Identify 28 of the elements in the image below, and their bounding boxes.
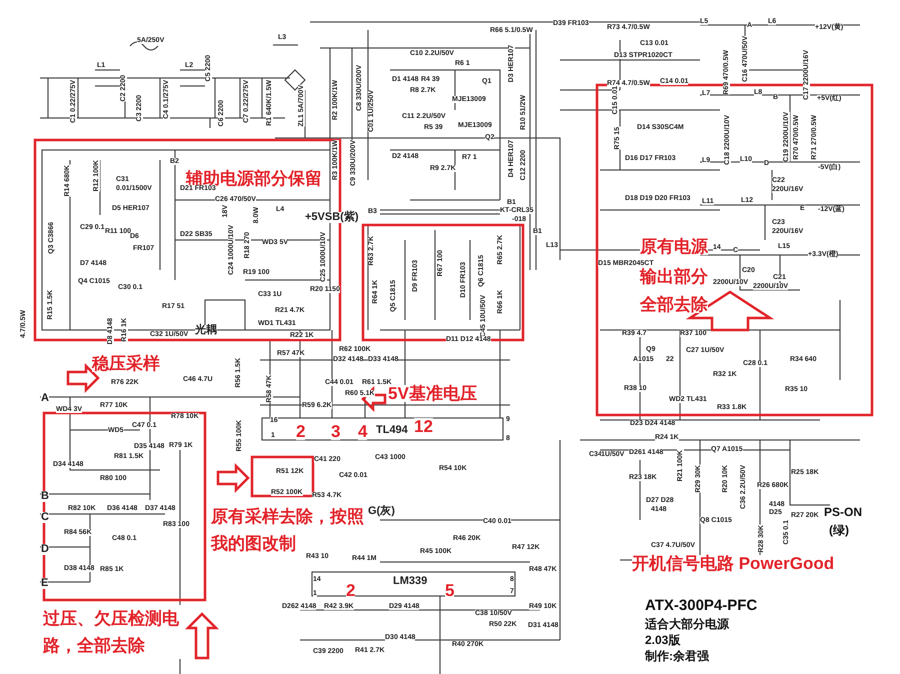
annotation-text: 5V基准电压	[388, 385, 477, 402]
annotation-text: 5	[445, 582, 454, 599]
annotation-text: 4	[358, 423, 368, 440]
annotation-text: 开机信号电路 PowerGood	[632, 555, 834, 572]
note-text: 适合大部分电源	[645, 618, 729, 630]
terminal-label: E	[41, 578, 48, 589]
terminal-label: C	[41, 512, 49, 523]
note-text: (绿)	[829, 524, 849, 536]
annotation-text: 12	[414, 418, 433, 435]
note-text: 制作:余君强	[645, 650, 709, 662]
component-label: G(灰)	[368, 506, 395, 517]
annotation-text: 2	[346, 582, 356, 599]
note-text: 2.03版	[645, 634, 680, 646]
terminal-label: A	[41, 393, 49, 404]
component-label: +5VSB(紫)	[305, 212, 358, 223]
model-heading: ATX-300P4-PFC	[645, 598, 758, 613]
terminal-label: B	[41, 491, 49, 502]
annotation-text: 稳压采样	[92, 355, 160, 372]
annotation-text: 全部去除	[640, 296, 708, 313]
annotation-text: 2	[296, 423, 306, 440]
component-label: TL494	[376, 425, 408, 436]
note-text: PS-ON	[824, 506, 862, 518]
annotation-text: 原有电源	[640, 238, 708, 255]
component-label: 光耦	[195, 325, 217, 336]
component-label: LM339	[393, 576, 428, 587]
annotation-text: 3	[331, 423, 340, 440]
annotation-text: 输出部分	[640, 268, 708, 285]
terminal-label: D	[41, 544, 49, 555]
